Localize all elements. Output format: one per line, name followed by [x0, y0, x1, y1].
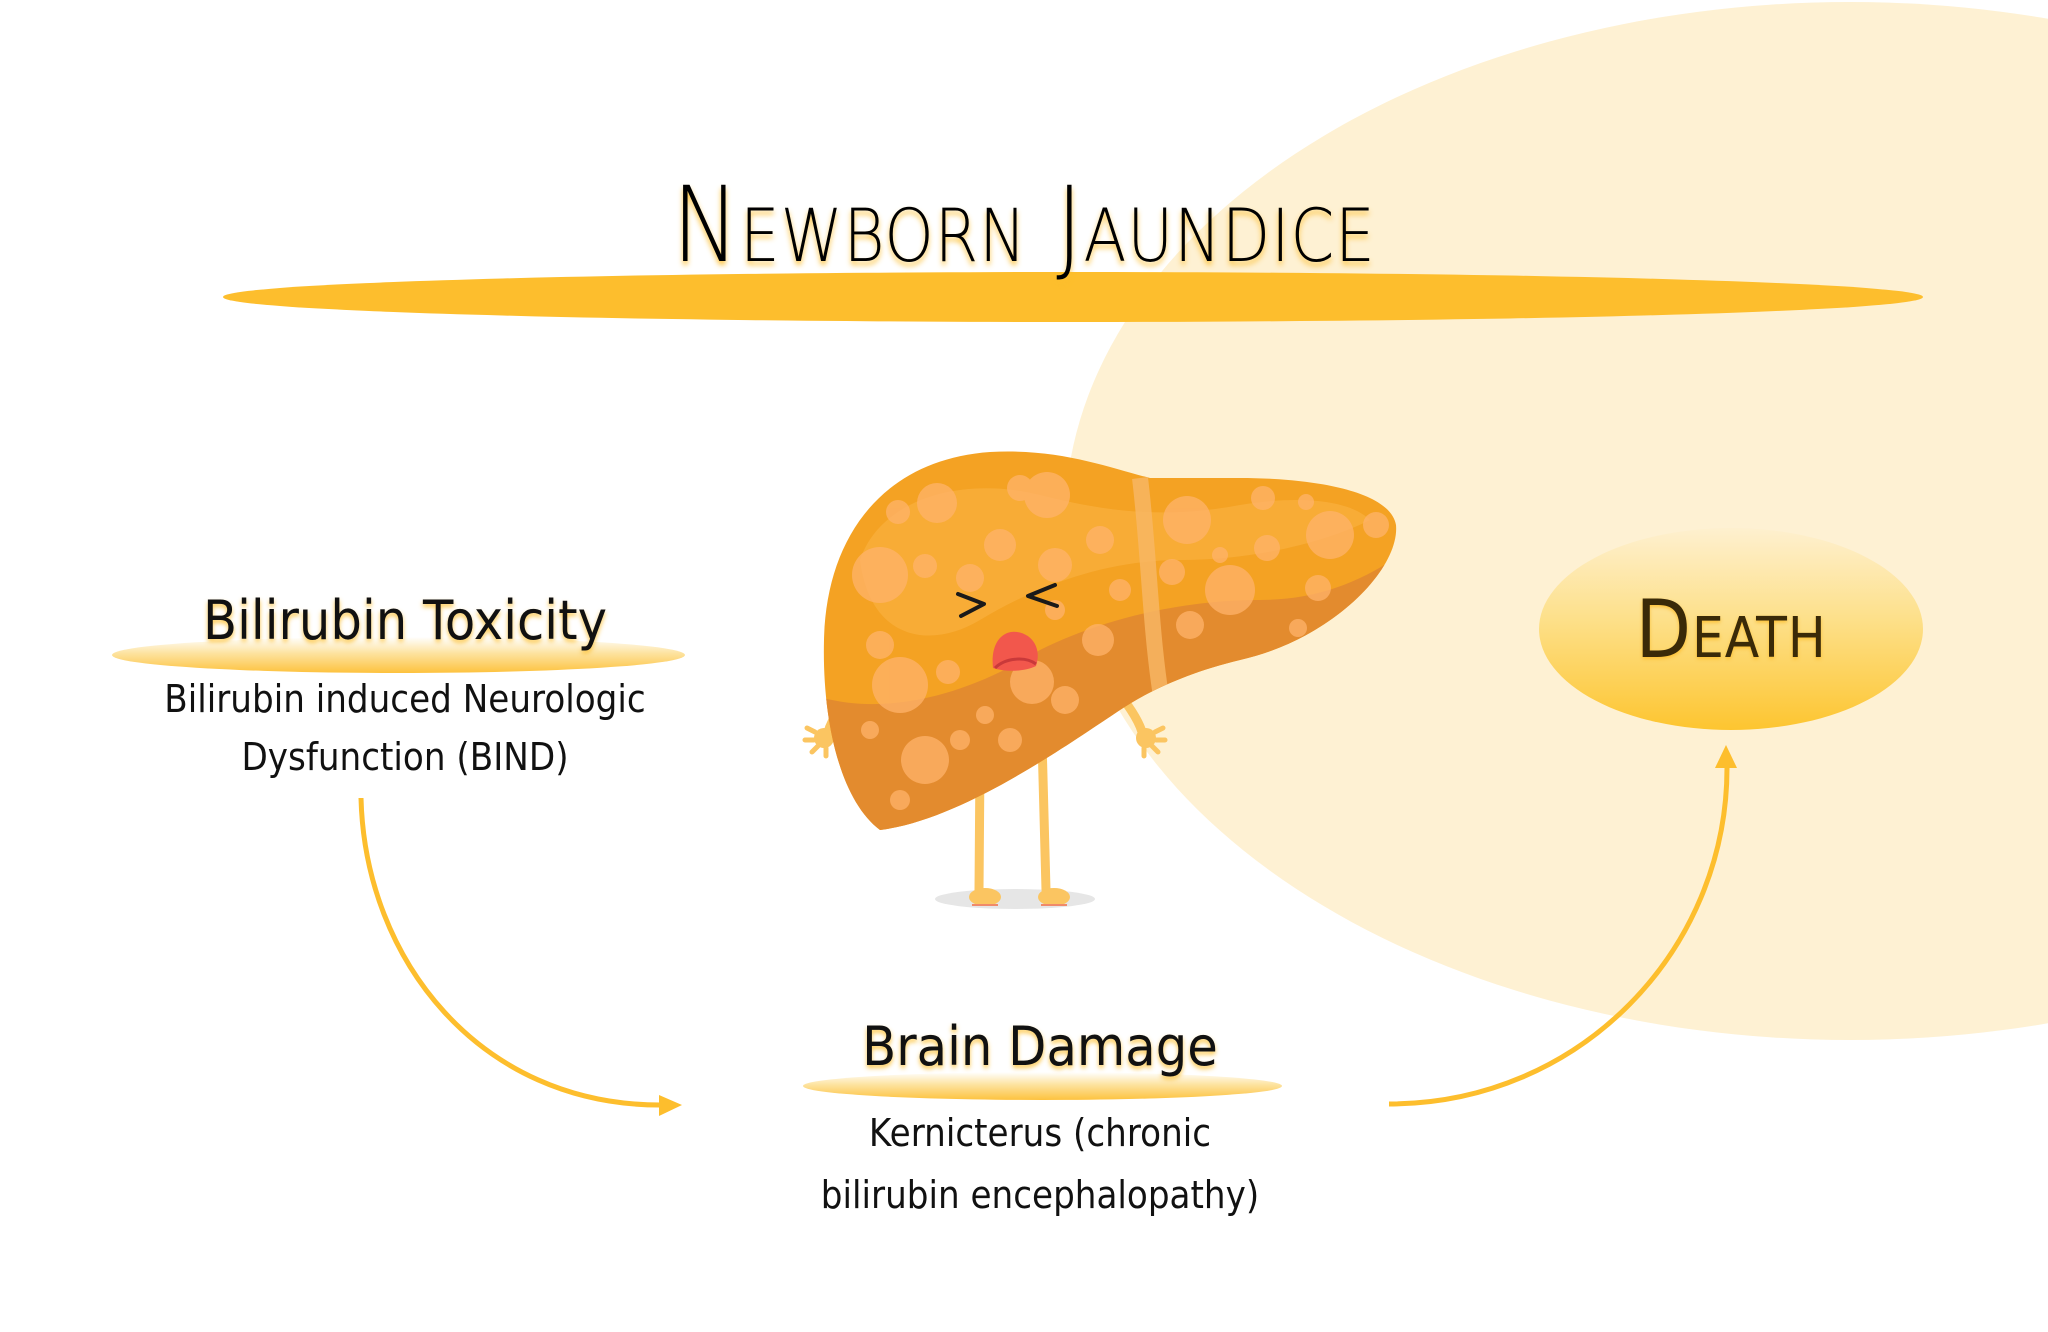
liver-illustration [802, 451, 1397, 909]
bilirubin-toxicity-line1: Bilirubin induced Neurologic [164, 677, 646, 721]
shadow [935, 889, 1095, 909]
brain-damage-line2: bilirubin encephalopathy) [820, 1173, 1260, 1217]
bilirubin-toxicity-line2: Dysfunction (BIND) [241, 735, 569, 779]
brain-damage-glow [803, 1072, 1282, 1100]
arrow-damage-to-death [1388, 745, 1737, 1107]
right-eye-icon [1026, 583, 1059, 608]
arrow-toxicity-to-damage [358, 797, 682, 1116]
bilirubin-toxicity-title: Bilirubin Toxicity [203, 589, 607, 652]
title-underline-ellipse [223, 272, 1923, 322]
liver-face [956, 583, 1059, 671]
left-eye-icon [956, 592, 986, 618]
bilirubin-toxicity-glow [112, 637, 685, 673]
brain-damage-title: Brain Damage [862, 1015, 1218, 1078]
brain-damage-line1: Kernicterus (chronic [868, 1111, 1212, 1155]
page-title: Newborn Jaundice [672, 164, 1376, 286]
death-label: Death [1635, 582, 1827, 676]
death-node: Death [1539, 528, 1923, 730]
liver-spots [852, 472, 1389, 810]
